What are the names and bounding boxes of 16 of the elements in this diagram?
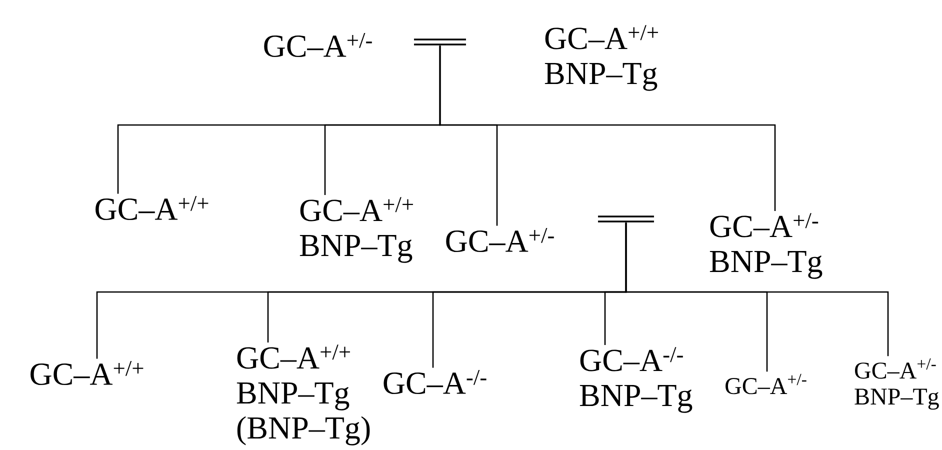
mating-symbol [414, 38, 466, 46]
genotype-label: GC–A$^{+/-}$ BNP–Tg [854, 358, 939, 410]
genotype-label: GC–A$^{+/-}$ BNP–Tg [710, 213, 822, 279]
mating-symbol [598, 216, 654, 222]
genotype-label: GC–A$^{+/+}$ [96, 196, 208, 220]
genotype-label: GC–A$^{-/-}$ BNP–Tg [580, 347, 692, 413]
genotype-label: GC–A$^{+/+}$ BNP–Tg (BNP–Tg) [236, 344, 370, 446]
genotype-label: GC–A$^{+/-}$ [726, 374, 806, 394]
genotype-label: GC–A$^{+/+}$ [30, 360, 144, 386]
genotype-label: GC–A$^{+/-}$ [446, 228, 554, 252]
genotype-label: GC–A$^{+/+}$ BNP–Tg [300, 197, 413, 263]
descent-line [439, 46, 776, 211]
genotype-label: GC–A$^{+/-}$ [264, 32, 372, 58]
descent-line [625, 222, 889, 356]
genotype-label: GC–A$^{+/+}$ BNP–Tg [544, 25, 658, 91]
genotype-label: GC–A$^{-/-}$ [384, 370, 486, 394]
